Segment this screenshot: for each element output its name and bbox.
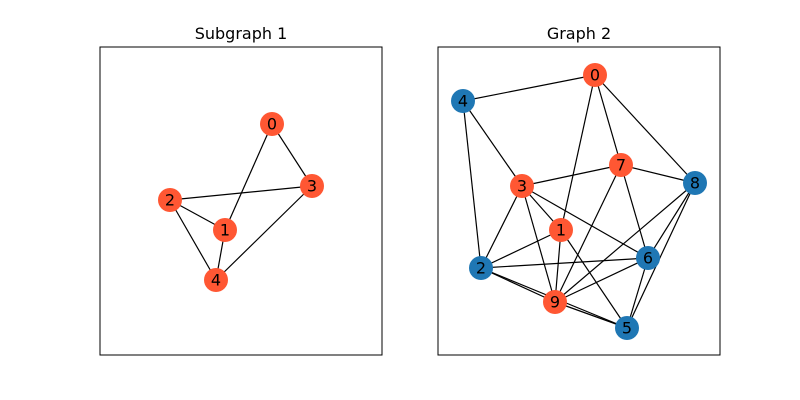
node-circle	[615, 316, 639, 340]
node-label: 2	[476, 259, 486, 278]
edge-6-5	[626, 257, 649, 329]
node-3: 3	[510, 174, 534, 198]
node-label: 7	[616, 156, 626, 175]
panel-graph-2: Graph 2 0 1 2 3 4 5 6 7 8 9	[437, 24, 721, 356]
node-label: 3	[307, 177, 317, 196]
node-label: 4	[211, 271, 221, 290]
edge-8-6	[647, 182, 696, 259]
edge-2-3	[169, 185, 313, 201]
edge-0-8	[594, 74, 696, 184]
node-circle	[636, 246, 660, 270]
edge-1-5	[560, 229, 628, 329]
edge-9-6	[554, 257, 649, 303]
edge-7-8	[620, 164, 696, 184]
node-7: 7	[609, 153, 633, 177]
edge-7-9	[554, 164, 622, 303]
node-0: 0	[583, 63, 607, 87]
node-circle	[300, 174, 324, 198]
node-circle	[683, 171, 707, 195]
edge-1-9	[554, 229, 562, 303]
node-5: 5	[615, 316, 639, 340]
node-1: 1	[549, 218, 573, 242]
node-circle	[469, 256, 493, 280]
edge-1-2	[480, 229, 562, 269]
node-circle	[583, 63, 607, 87]
node-2: 2	[158, 188, 182, 212]
node-circle	[609, 153, 633, 177]
edge-0-1	[224, 123, 273, 231]
node-label: 4	[458, 92, 468, 111]
edge-3-6	[521, 185, 649, 259]
edge-4-3	[462, 100, 523, 187]
node-label: 8	[690, 174, 700, 193]
node-circle	[260, 112, 284, 136]
edge-0-7	[594, 74, 622, 166]
edge-layer	[462, 74, 696, 329]
edge-7-6	[620, 164, 649, 259]
edge-3-9	[521, 185, 556, 303]
node-label: 6	[643, 249, 653, 268]
node-label: 3	[517, 177, 527, 196]
node-3: 3	[300, 174, 324, 198]
edge-3-2	[480, 185, 523, 269]
node-circle	[451, 89, 475, 113]
node-2: 2	[469, 256, 493, 280]
node-circle	[543, 290, 567, 314]
edge-8-5	[626, 182, 696, 329]
node-label: 5	[622, 319, 632, 338]
panel-title: Graph 2	[547, 24, 611, 43]
edge-3-4	[215, 185, 313, 281]
node-1: 1	[213, 218, 237, 242]
node-label: 1	[220, 221, 230, 240]
panel-title: Subgraph 1	[195, 24, 288, 43]
edge-0-3	[271, 123, 313, 187]
edge-3-7	[521, 164, 622, 187]
node-4: 4	[204, 268, 228, 292]
node-label: 0	[267, 115, 277, 134]
node-label: 0	[590, 66, 600, 85]
node-circle	[549, 218, 573, 242]
edge-4-2	[462, 100, 482, 269]
node-circle	[204, 268, 228, 292]
panel-frame	[437, 46, 721, 356]
node-circle	[158, 188, 182, 212]
node-6: 6	[636, 246, 660, 270]
node-layer: 0 1 2 3 4	[158, 112, 324, 292]
node-0: 0	[260, 112, 284, 136]
edge-2-6	[480, 257, 649, 269]
edge-9-5	[554, 301, 628, 329]
edge-0-1	[560, 74, 596, 231]
node-circle	[510, 174, 534, 198]
node-label: 9	[550, 293, 560, 312]
node-label: 1	[556, 221, 566, 240]
panel-subgraph-1: Subgraph 1 0 1 2 3 4	[99, 24, 383, 356]
edge-8-9	[554, 182, 696, 303]
node-label: 2	[165, 191, 175, 210]
panel-frame	[99, 46, 383, 356]
node-9: 9	[543, 290, 567, 314]
node-circle	[213, 218, 237, 242]
node-8: 8	[683, 171, 707, 195]
node-4: 4	[451, 89, 475, 113]
edge-4-0	[462, 74, 596, 102]
edge-2-4	[169, 199, 217, 281]
node-layer: 0 1 2 3 4 5 6 7 8 9	[451, 63, 707, 340]
